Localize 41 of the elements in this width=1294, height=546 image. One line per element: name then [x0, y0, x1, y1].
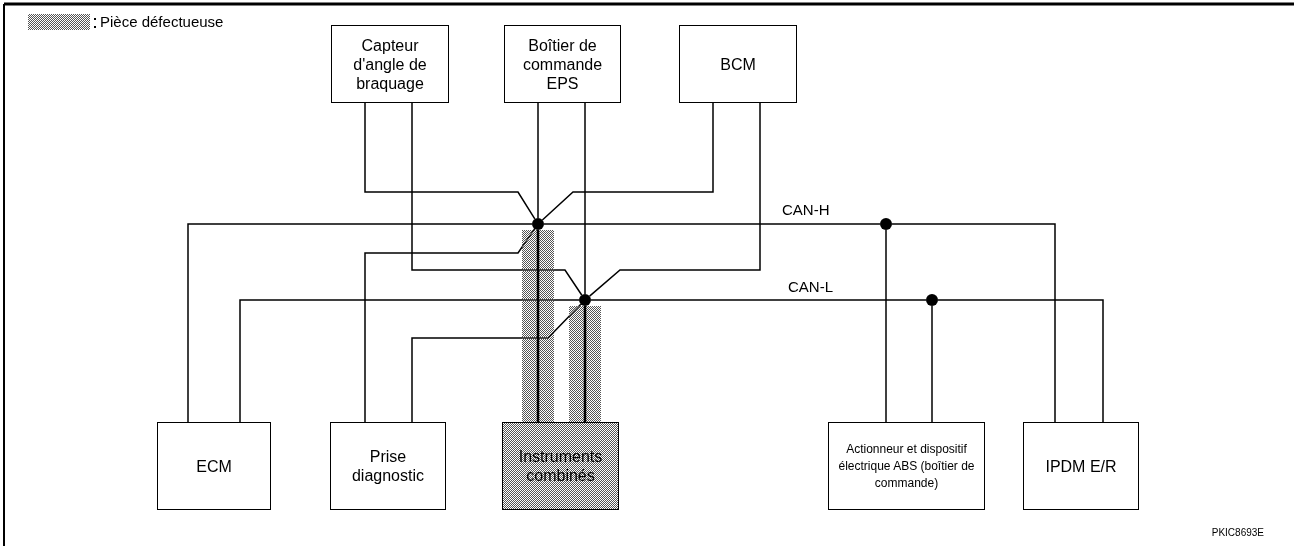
junction-dot: [532, 218, 544, 230]
module-box: [1023, 422, 1139, 510]
module-label: Instruments combinés: [517, 447, 604, 485]
module-label: Capteur d'angle de braquage: [352, 35, 428, 93]
wire: [541, 102, 714, 221]
junction-dot: [579, 294, 591, 306]
wire: [364, 102, 536, 220]
bus-label: CAN-H: [780, 202, 832, 218]
figure-code: PKIC8693E: [1211, 527, 1264, 538]
module-label: IPDM E/R: [1044, 456, 1118, 476]
wire: [588, 102, 761, 297]
wire: [931, 305, 933, 423]
wire: [891, 223, 1056, 423]
module-label: ECM: [195, 456, 233, 476]
wire: [187, 223, 533, 423]
module-box: [679, 25, 797, 103]
highlighted-wire: [522, 230, 554, 422]
faulty-module-box: [502, 422, 619, 510]
bus-label: CAN-L: [786, 279, 835, 295]
module-box: [504, 25, 621, 103]
wire: [239, 299, 580, 423]
junction-dot: [926, 294, 938, 306]
wire: [590, 299, 927, 301]
module-label: Boîtier de commande EPS: [521, 35, 604, 93]
module-label: BCM: [719, 54, 757, 74]
module-label: Prise diagnostic: [350, 447, 425, 485]
wire: [537, 102, 539, 219]
module-box: [157, 422, 271, 510]
module-label: Actionneur et dispositif électrique ABS (boîtier de commande): [837, 440, 976, 492]
highlighted-wire: [569, 306, 601, 422]
wire: [364, 228, 536, 423]
module-box: [828, 422, 985, 510]
wire: [885, 229, 887, 423]
module-box: [330, 422, 446, 510]
wire: [584, 102, 586, 295]
wire: [411, 102, 583, 296]
legend-text: Pièce défectueuse: [100, 13, 224, 30]
wire: [543, 223, 881, 225]
wire: [937, 299, 1104, 423]
module-box: [331, 25, 449, 103]
junction-dot: [880, 218, 892, 230]
